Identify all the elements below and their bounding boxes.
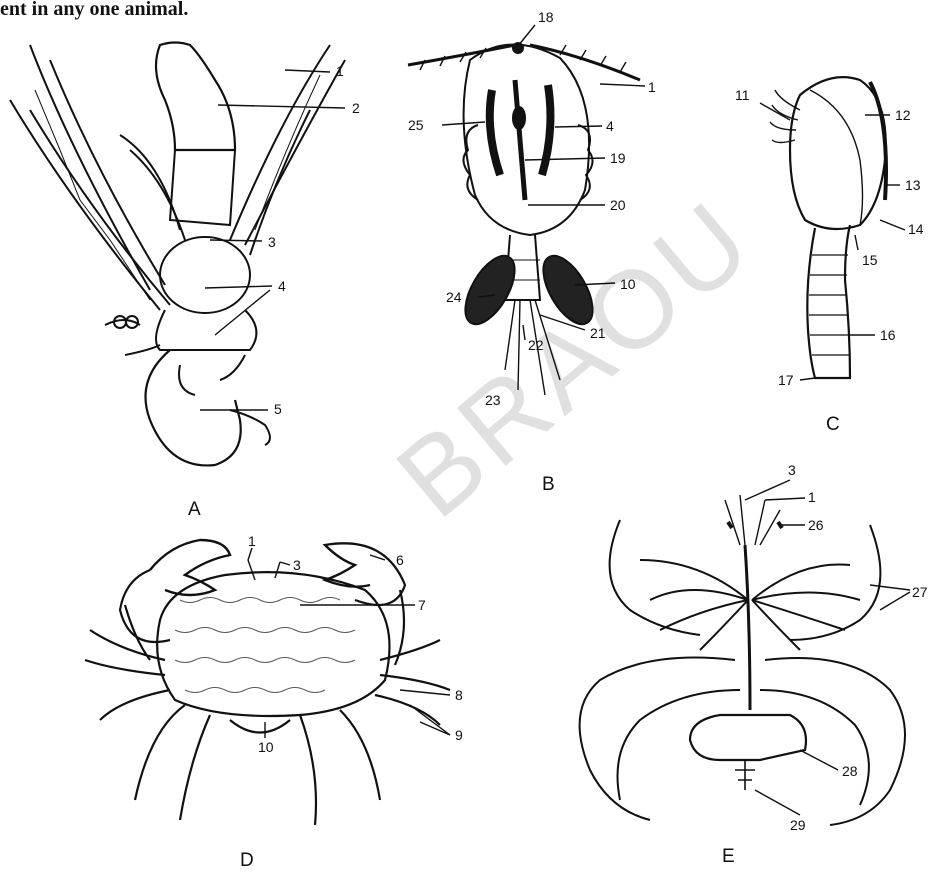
fig-b-caption: B [542,474,555,495]
fig-e-label-28: 28 [842,763,858,779]
figure-d-crab [85,540,450,825]
fig-c-label-14: 14 [908,221,924,237]
fig-e-label-1: 1 [808,489,816,505]
fig-a-caption: A [188,499,201,520]
fig-b-label-23: 23 [485,392,501,408]
fig-d-label-10: 10 [258,739,274,755]
fig-a-label-1: 1 [336,63,344,79]
fig-e-label-27: 27 [912,584,928,600]
fig-b-label-19: 19 [610,150,626,166]
fig-b-label-1: 1 [648,79,656,95]
fig-b-label-18: 18 [538,9,554,25]
fig-c-label-12: 12 [895,107,911,123]
fig-e-caption: E [722,846,735,867]
figure-c-goose-barnacle [770,77,886,378]
figure-e-label-lines [745,480,910,815]
fig-d-label-3: 3 [293,557,301,573]
fig-d-label-8: 8 [455,687,463,703]
fig-d-label-1: 1 [248,533,256,549]
fig-c-label-15: 15 [862,252,878,268]
fig-b-label-20: 20 [610,197,626,213]
fig-b-label-21: 21 [590,325,606,341]
fig-d-label-6: 6 [396,552,404,568]
fig-c-label-16: 16 [880,327,896,343]
fig-d-caption: D [240,850,254,871]
fig-d-label-9: 9 [455,727,463,743]
watermark-text: BRAOU [374,176,776,541]
fig-e-label-29: 29 [790,817,806,833]
fig-b-label-24: 24 [446,289,462,305]
fig-b-label-10: 10 [620,276,636,292]
fig-a-label-4: 4 [278,278,286,294]
fig-b-label-4: 4 [606,118,614,134]
fig-e-label-26: 26 [808,517,824,533]
figure-a-hermit-crab [10,43,345,466]
fig-b-label-22: 22 [528,337,544,353]
fig-a-label-2: 2 [352,100,360,116]
fig-a-label-5: 5 [274,401,282,417]
fig-c-label-11: 11 [735,87,750,103]
fig-a-label-3: 3 [268,234,276,250]
fig-d-label-7: 7 [418,597,426,613]
fig-e-label-3: 3 [788,462,796,478]
fig-c-label-17: 17 [778,372,794,388]
fig-c-label-13: 13 [905,177,921,193]
fig-c-caption: C [826,414,840,435]
fig-b-label-25: 25 [408,117,424,133]
